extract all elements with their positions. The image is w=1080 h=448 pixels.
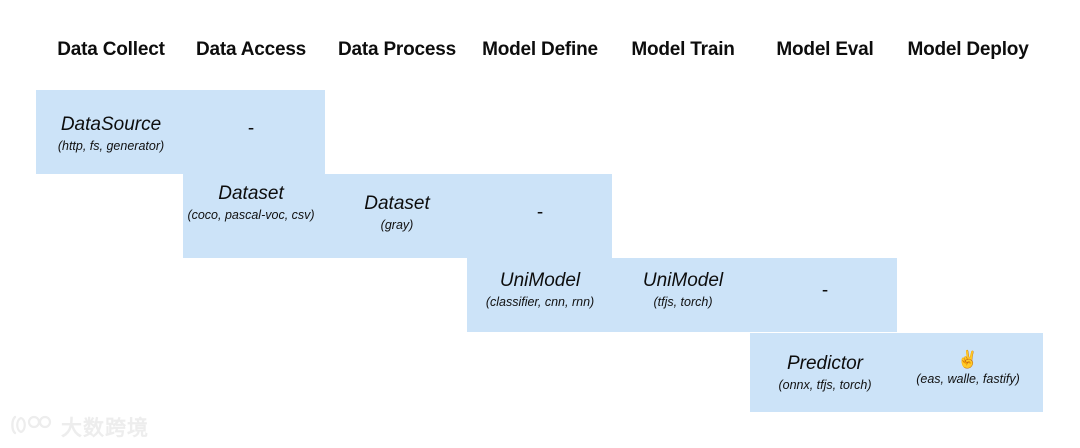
column-header-data-access: Data Access: [195, 39, 307, 60]
cell-title: Dataset: [364, 193, 430, 214]
cell-unimodel-model-define: UniModel (classifier, cnn, rnn): [445, 269, 635, 310]
cell-title: Predictor: [786, 353, 864, 374]
band-dataset: [183, 174, 612, 258]
cell-dataset-data-access: Dataset (coco, pascal-voc, csv): [156, 182, 346, 223]
band-datasource: [36, 90, 325, 174]
cell-subtitle: (eas, walle, fastify): [916, 372, 1020, 386]
cell-subtitle: (onnx, tfjs, torch): [778, 378, 872, 392]
watermark-text: 大数跨境: [61, 415, 149, 440]
cell-predictor-model-eval: Predictor (onnx, tfjs, torch): [740, 352, 910, 393]
cell-dash: -: [247, 118, 255, 139]
cell-subtitle: (tfjs, torch): [653, 295, 713, 309]
cell-dataset-data-process: Dataset (gray): [312, 192, 482, 233]
watermark-logo-icon: [10, 414, 54, 441]
column-header-model-eval: Model Eval: [776, 39, 874, 60]
cell-dash-model-eval: -: [750, 279, 900, 303]
cell-datasource-data-collect: DataSource (http, fs, generator): [36, 113, 186, 154]
column-header-model-train: Model Train: [631, 39, 735, 60]
band-unimodel: [467, 258, 897, 332]
cell-subtitle: (coco, pascal-voc, csv): [187, 208, 315, 222]
cell-title: UniModel: [642, 270, 724, 291]
cell-subtitle: (classifier, cnn, rnn): [485, 295, 595, 309]
cell-dash-model-define: -: [465, 201, 615, 225]
cell-subtitle: (gray): [380, 218, 414, 232]
cell-dash: -: [536, 202, 544, 223]
cell-title: UniModel: [499, 270, 581, 291]
cell-dash: -: [821, 280, 829, 301]
column-header-model-deploy: Model Deploy: [907, 39, 1029, 60]
victory-hand-icon: ✌️: [957, 350, 979, 369]
cell-title: Dataset: [218, 183, 284, 204]
column-header-data-process: Data Process: [337, 39, 457, 60]
cell-dash-data-access: -: [176, 117, 326, 141]
column-header-data-collect: Data Collect: [57, 39, 165, 60]
cell-subtitle: (http, fs, generator): [57, 139, 165, 153]
cell-unimodel-model-train: UniModel (tfjs, torch): [598, 269, 768, 310]
cell-deploy-model-deploy: ✌️ (eas, walle, fastify): [883, 349, 1053, 387]
watermark: 大数跨境: [10, 414, 149, 441]
cell-title: DataSource: [60, 114, 162, 135]
column-header-model-define: Model Define: [482, 39, 598, 60]
band-predictor: [750, 333, 1043, 412]
